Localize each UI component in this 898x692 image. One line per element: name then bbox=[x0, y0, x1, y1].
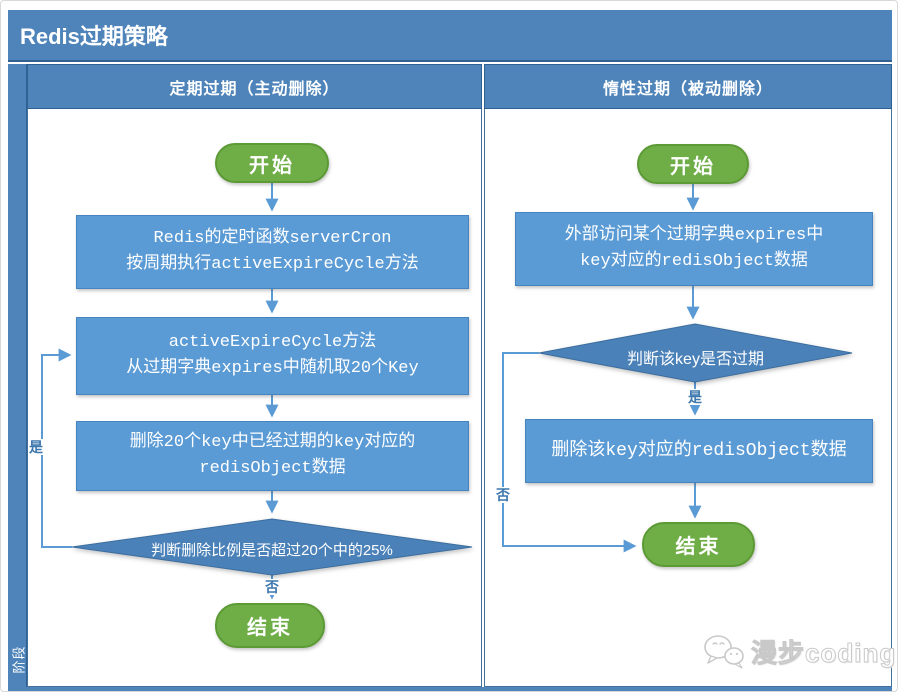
lane1-process-servercron: Redis的定时函数serverCron 按周期执行activeExpireCy… bbox=[76, 215, 469, 289]
wechat-icon bbox=[704, 634, 744, 669]
decision-diamond-shape bbox=[538, 323, 853, 383]
lane1-process-delete-expired: 删除20个key中已经过期的key对应的 redisObject数据 bbox=[76, 421, 469, 491]
diagram-title-bar: Redis过期策略 bbox=[8, 10, 892, 62]
lane1-connectors bbox=[41, 183, 473, 600]
lane2-start-node: 开始 bbox=[637, 144, 749, 184]
lane1-process-random-20-keys: activeExpireCycle方法 从过期字典expires中随机取20个K… bbox=[76, 317, 469, 395]
lane2-yes-label: 是 bbox=[685, 389, 705, 405]
decision-diamond-shape bbox=[71, 518, 473, 576]
arrow-decision-no-to-end bbox=[502, 352, 637, 553]
lane2-header: 惰性过期（被动删除） bbox=[484, 64, 892, 109]
stage-label: 阶段 bbox=[11, 644, 27, 674]
lane1-end-node: 结束 bbox=[215, 603, 325, 648]
arrow-decision-yes-loop-to-box2 bbox=[41, 348, 72, 548]
diagram-title: Redis过期策略 bbox=[20, 24, 168, 49]
stage-strip bbox=[8, 64, 27, 687]
lane2-decision-text: 判断该key是否过期 bbox=[627, 351, 764, 368]
watermark: 漫步coding bbox=[703, 633, 896, 670]
lane1-start-node: 开始 bbox=[215, 143, 329, 183]
lane2-process-external-access: 外部访问某个过期字典expires中 key对应的redisObject数据 bbox=[515, 212, 873, 286]
lane-periodic-expiration: 定期过期（主动删除） 开始 Redis的 bbox=[27, 64, 482, 687]
lane2-no-label: 否 bbox=[493, 487, 513, 503]
lane1-body: 开始 Redis的定时函数serverCron 按周期执行activeExpir… bbox=[27, 109, 482, 687]
lane2-process-delete-key: 删除该key对应的redisObject数据 bbox=[525, 419, 873, 483]
watermark-text: 漫步coding bbox=[750, 638, 897, 669]
lane2-body: 开始 外部访问某个过期字典expires中 key对应的redisObject数… bbox=[484, 109, 892, 687]
lane1-yes-label: 是 bbox=[28, 439, 44, 455]
lane1-decision-text: 判断删除比例是否超过20个中的25% bbox=[151, 542, 393, 559]
lane1-no-label: 否 bbox=[262, 579, 282, 595]
lane-lazy-expiration: 惰性过期（被动删除） 开始 外部访问某个过期字典expir bbox=[484, 64, 892, 687]
frame-bottom-strip bbox=[8, 687, 892, 691]
lane2-end-node: 结束 bbox=[642, 522, 755, 567]
lane1-header: 定期过期（主动删除） bbox=[27, 64, 482, 109]
